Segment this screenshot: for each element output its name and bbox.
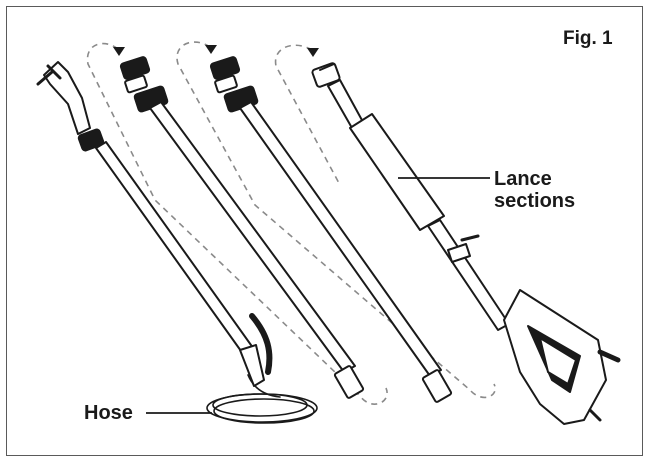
arrow-head-1: [113, 47, 125, 56]
arrow-head-2: [205, 45, 217, 54]
lance-sections-label: Lance sections: [494, 168, 575, 212]
lance-sections-label-line-2: sections: [494, 190, 576, 212]
assembly-guide-dashes: [86, 41, 496, 405]
hose-label: Hose: [84, 402, 133, 424]
lance-section-3: [311, 62, 510, 331]
leader-lines: [146, 177, 490, 414]
guide-loop-1: [86, 42, 388, 405]
lance-section-2: [209, 56, 453, 403]
clip-icon: [447, 243, 471, 263]
foam-grip: [349, 113, 445, 231]
direction-arrows: [113, 45, 319, 57]
arrow-head-3: [307, 48, 319, 57]
figure-label: Fig. 1: [563, 28, 613, 49]
guide-loop-2: [176, 41, 496, 399]
trigger-gun: [503, 289, 621, 425]
figure-frame: [6, 6, 643, 456]
nozzle-rod: [36, 61, 265, 387]
nozzle-tip-icon: [43, 61, 91, 135]
lance-section-1: [119, 56, 365, 399]
hose-coil: [206, 313, 318, 424]
lance-sections-label-line-1: Lance: [494, 168, 552, 190]
